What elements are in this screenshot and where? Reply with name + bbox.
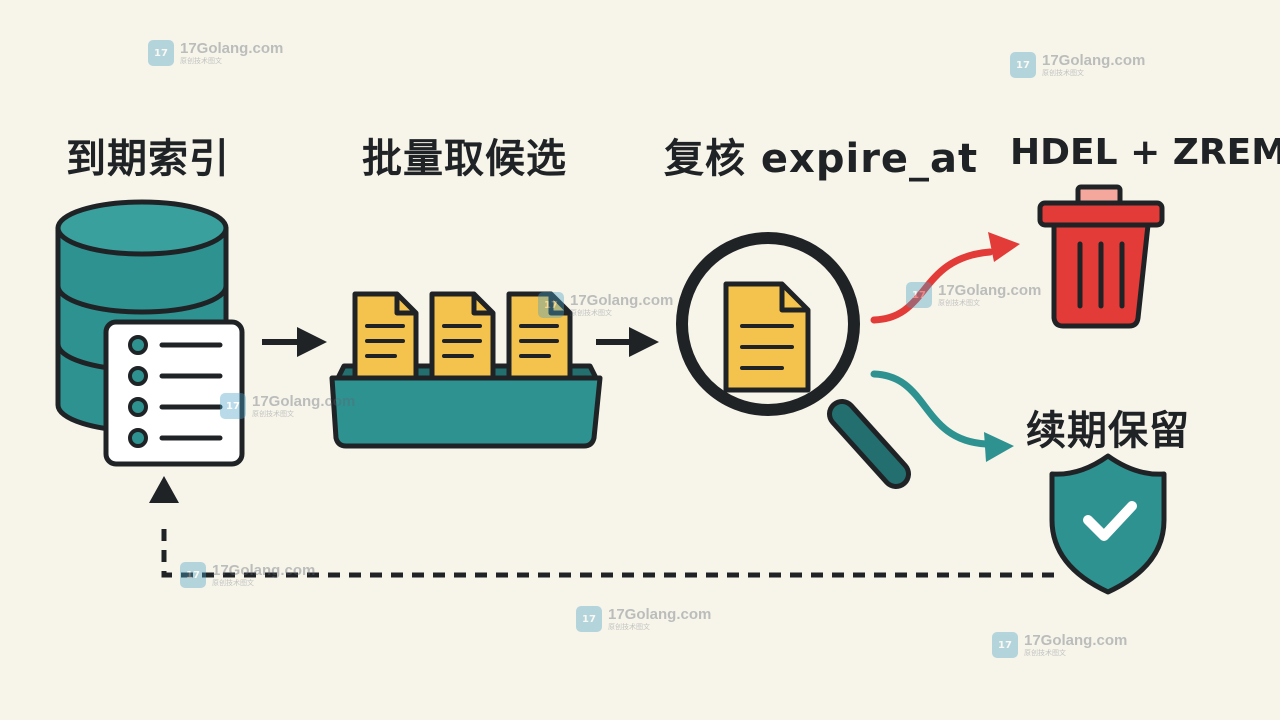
- doc-1: [352, 291, 419, 383]
- feedback-loop-arrow-head: [149, 476, 179, 503]
- watermark-logo-icon: 17: [576, 606, 602, 632]
- step-title-delete: HDEL + ZREM: [1010, 132, 1280, 173]
- database-with-list-icon: [55, 199, 245, 467]
- shield-check-icon: [1049, 453, 1167, 595]
- doc-3: [506, 291, 573, 383]
- step-title-verify: 复核 expire_at: [664, 136, 979, 182]
- doc-2: [429, 291, 496, 383]
- watermark-logo-icon: 17: [180, 562, 206, 588]
- watermark-logo-icon: 17: [148, 40, 174, 66]
- arrow-to-renew: [870, 370, 990, 448]
- step-title-index: 到期索引: [66, 136, 230, 182]
- magnifier-document-icon: [676, 232, 911, 489]
- step-title-batch: 批量取候选: [362, 136, 567, 182]
- arrow-to-renew-head: [984, 432, 1014, 462]
- arrow-to-delete-head: [988, 232, 1020, 262]
- document-tray-icon: [329, 291, 603, 449]
- trash-icon: [1037, 184, 1165, 329]
- feedback-loop-arrow: [161, 520, 1054, 578]
- watermark-logo-icon: 17: [906, 282, 932, 308]
- watermark-logo-icon: 17: [538, 292, 564, 318]
- list-lines: [159, 342, 223, 441]
- step-title-renew: 续期保留: [1026, 408, 1190, 454]
- watermark-logo-icon: 17: [1010, 52, 1036, 78]
- list-bullets: [128, 335, 148, 448]
- arrow-to-delete: [870, 248, 994, 324]
- watermark-logo-icon: 17: [220, 393, 246, 419]
- watermark-logo-icon: 17: [992, 632, 1018, 658]
